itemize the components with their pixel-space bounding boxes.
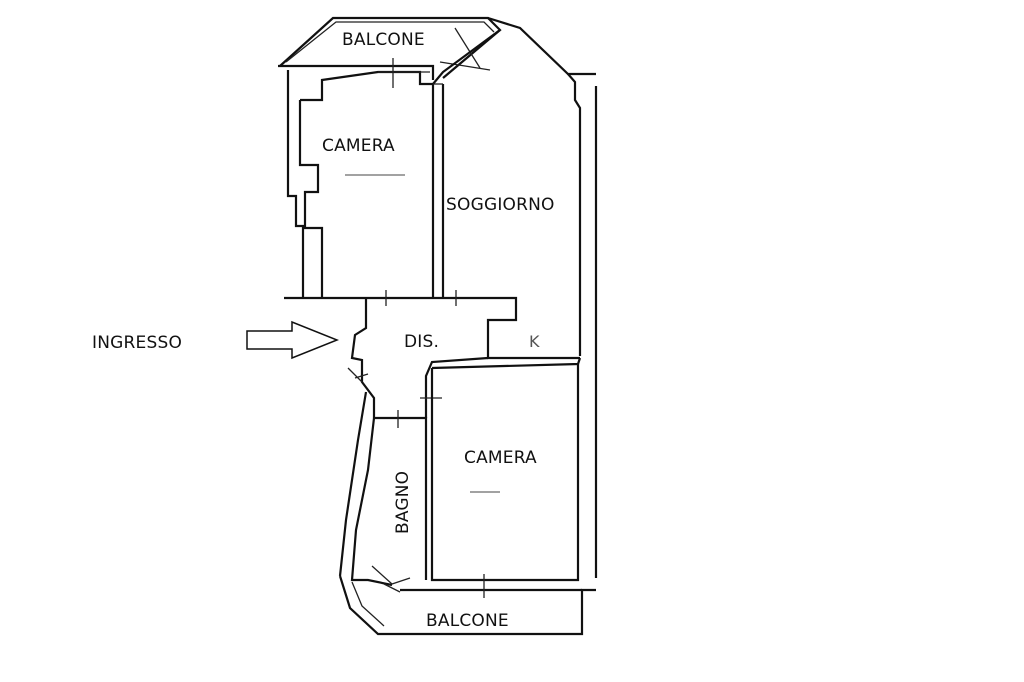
label-bedroom-bottom: CAMERA — [464, 448, 537, 468]
entrance-arrow-icon — [246, 320, 340, 360]
room-bathroom — [338, 391, 428, 587]
label-bedroom-top: CAMERA — [322, 136, 395, 156]
label-kitchen: K — [529, 332, 540, 351]
room-living — [432, 29, 501, 298]
outer-walls — [278, 16, 598, 578]
label-hallway: DIS. — [404, 332, 439, 352]
room-bedroom-top — [298, 58, 435, 298]
label-living-room: SOGGIORNO — [446, 195, 555, 215]
label-entrance: INGRESSO — [92, 333, 182, 353]
balcony-bottom — [338, 574, 596, 636]
room-hallway — [347, 298, 489, 418]
room-bedroom-bottom — [430, 357, 582, 582]
label-balcony-top: BALCONE — [342, 30, 425, 50]
label-bathroom: BAGNO — [393, 471, 413, 534]
label-balcony-bottom: BALCONE — [426, 611, 509, 631]
